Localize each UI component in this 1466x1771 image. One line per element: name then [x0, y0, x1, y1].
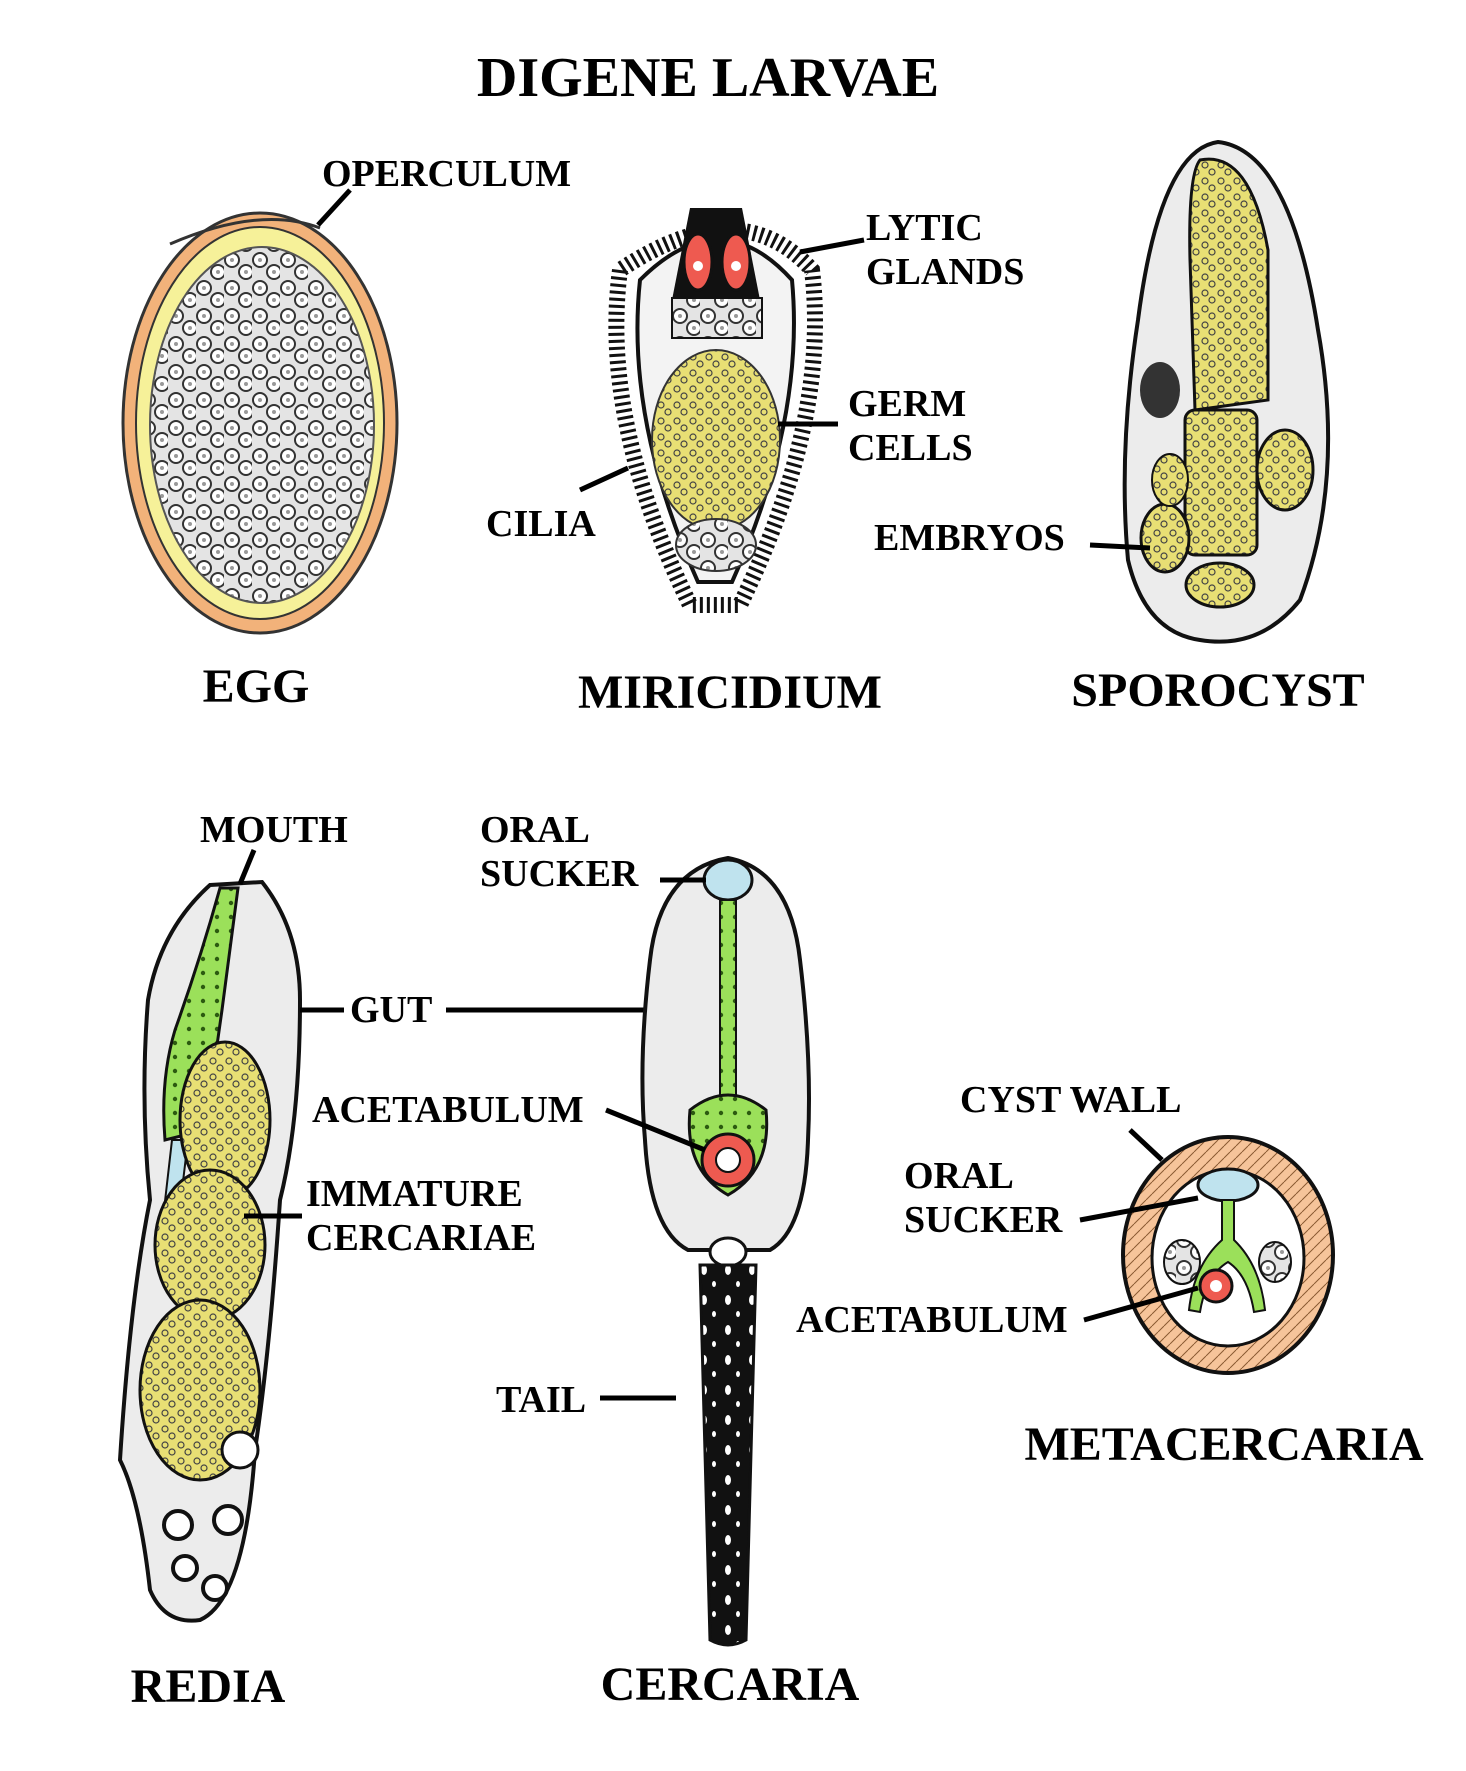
- label-immature-1: IMMATURE: [306, 1173, 523, 1215]
- egg-illustration: [121, 211, 399, 635]
- cyst-wall-leader: [1128, 1128, 1164, 1162]
- stage-label-sporocyst: SPOROCYST: [1071, 664, 1364, 717]
- cercaria-illustration: [640, 855, 811, 1647]
- label-immature-2: CERCARIAE: [306, 1217, 536, 1259]
- germ-cells: [651, 349, 781, 531]
- label-cilia: CILIA: [486, 503, 596, 545]
- redia-illustration: [117, 879, 303, 1623]
- label-germ-2: CELLS: [848, 427, 973, 469]
- operculum-leader: [316, 188, 352, 227]
- immature-cercaria: [153, 1168, 267, 1322]
- label-cyst-wall: CYST WALL: [960, 1079, 1181, 1121]
- meta-oral-sucker: [1196, 1167, 1260, 1203]
- page-title: DIGENE LARVAE: [477, 47, 939, 109]
- miracidium-illustration: [608, 208, 823, 613]
- embryos-leader: [1089, 542, 1151, 551]
- meta-acetabulum-leader: [1083, 1285, 1199, 1323]
- label-meta-acetabulum: ACETABULUM: [796, 1299, 1068, 1341]
- label-tail: TAIL: [496, 1379, 586, 1421]
- label-germ-1: GERM: [848, 383, 966, 425]
- redia-gut: [162, 886, 240, 1142]
- label-oral-2: SUCKER: [480, 853, 639, 895]
- stage-label-miracidium: MIRICIDIUM: [578, 666, 882, 719]
- label-acetabulum: ACETABULUM: [312, 1089, 584, 1131]
- mouth-leader: [237, 849, 257, 885]
- sporocyst-daughter: [1188, 157, 1270, 412]
- stage-label-redia: REDIA: [131, 1660, 286, 1713]
- embryo-2: [1139, 502, 1191, 574]
- label-mouth: MOUTH: [200, 809, 348, 851]
- egg-cell-mass: [149, 246, 375, 604]
- cercaria-gut: [719, 899, 737, 1101]
- sporocyst-illustration: [1122, 139, 1331, 644]
- stage-label-cercaria: CERCARIA: [601, 1658, 860, 1711]
- acetabulum-leader: [605, 1107, 706, 1153]
- stage-label-metacercaria: METACERCARIA: [1024, 1418, 1423, 1471]
- label-operculum: OPERCULUM: [322, 153, 571, 195]
- label-embryos: EMBRYOS: [874, 517, 1065, 559]
- label-meta-oral-2: SUCKER: [904, 1199, 1063, 1241]
- stage-label-egg: EGG: [203, 660, 310, 713]
- label-meta-oral-1: ORAL: [904, 1155, 1014, 1197]
- embryo-1: [1255, 428, 1315, 512]
- metacercaria-illustration: [1121, 1135, 1335, 1375]
- embryo-3: [1184, 561, 1256, 609]
- cercaria-oral-sucker: [702, 858, 754, 902]
- label-lytic-2: GLANDS: [866, 251, 1024, 293]
- meta-oral-leader: [1079, 1195, 1199, 1223]
- operculum-cap: [169, 217, 321, 246]
- label-oral-1: ORAL: [480, 809, 590, 851]
- label-gut: GUT: [350, 989, 432, 1031]
- cercaria-tail: [698, 1263, 758, 1647]
- lytic-leader: [799, 237, 865, 255]
- label-lytic-1: LYTIC: [866, 207, 983, 249]
- cilia-leader: [578, 465, 630, 493]
